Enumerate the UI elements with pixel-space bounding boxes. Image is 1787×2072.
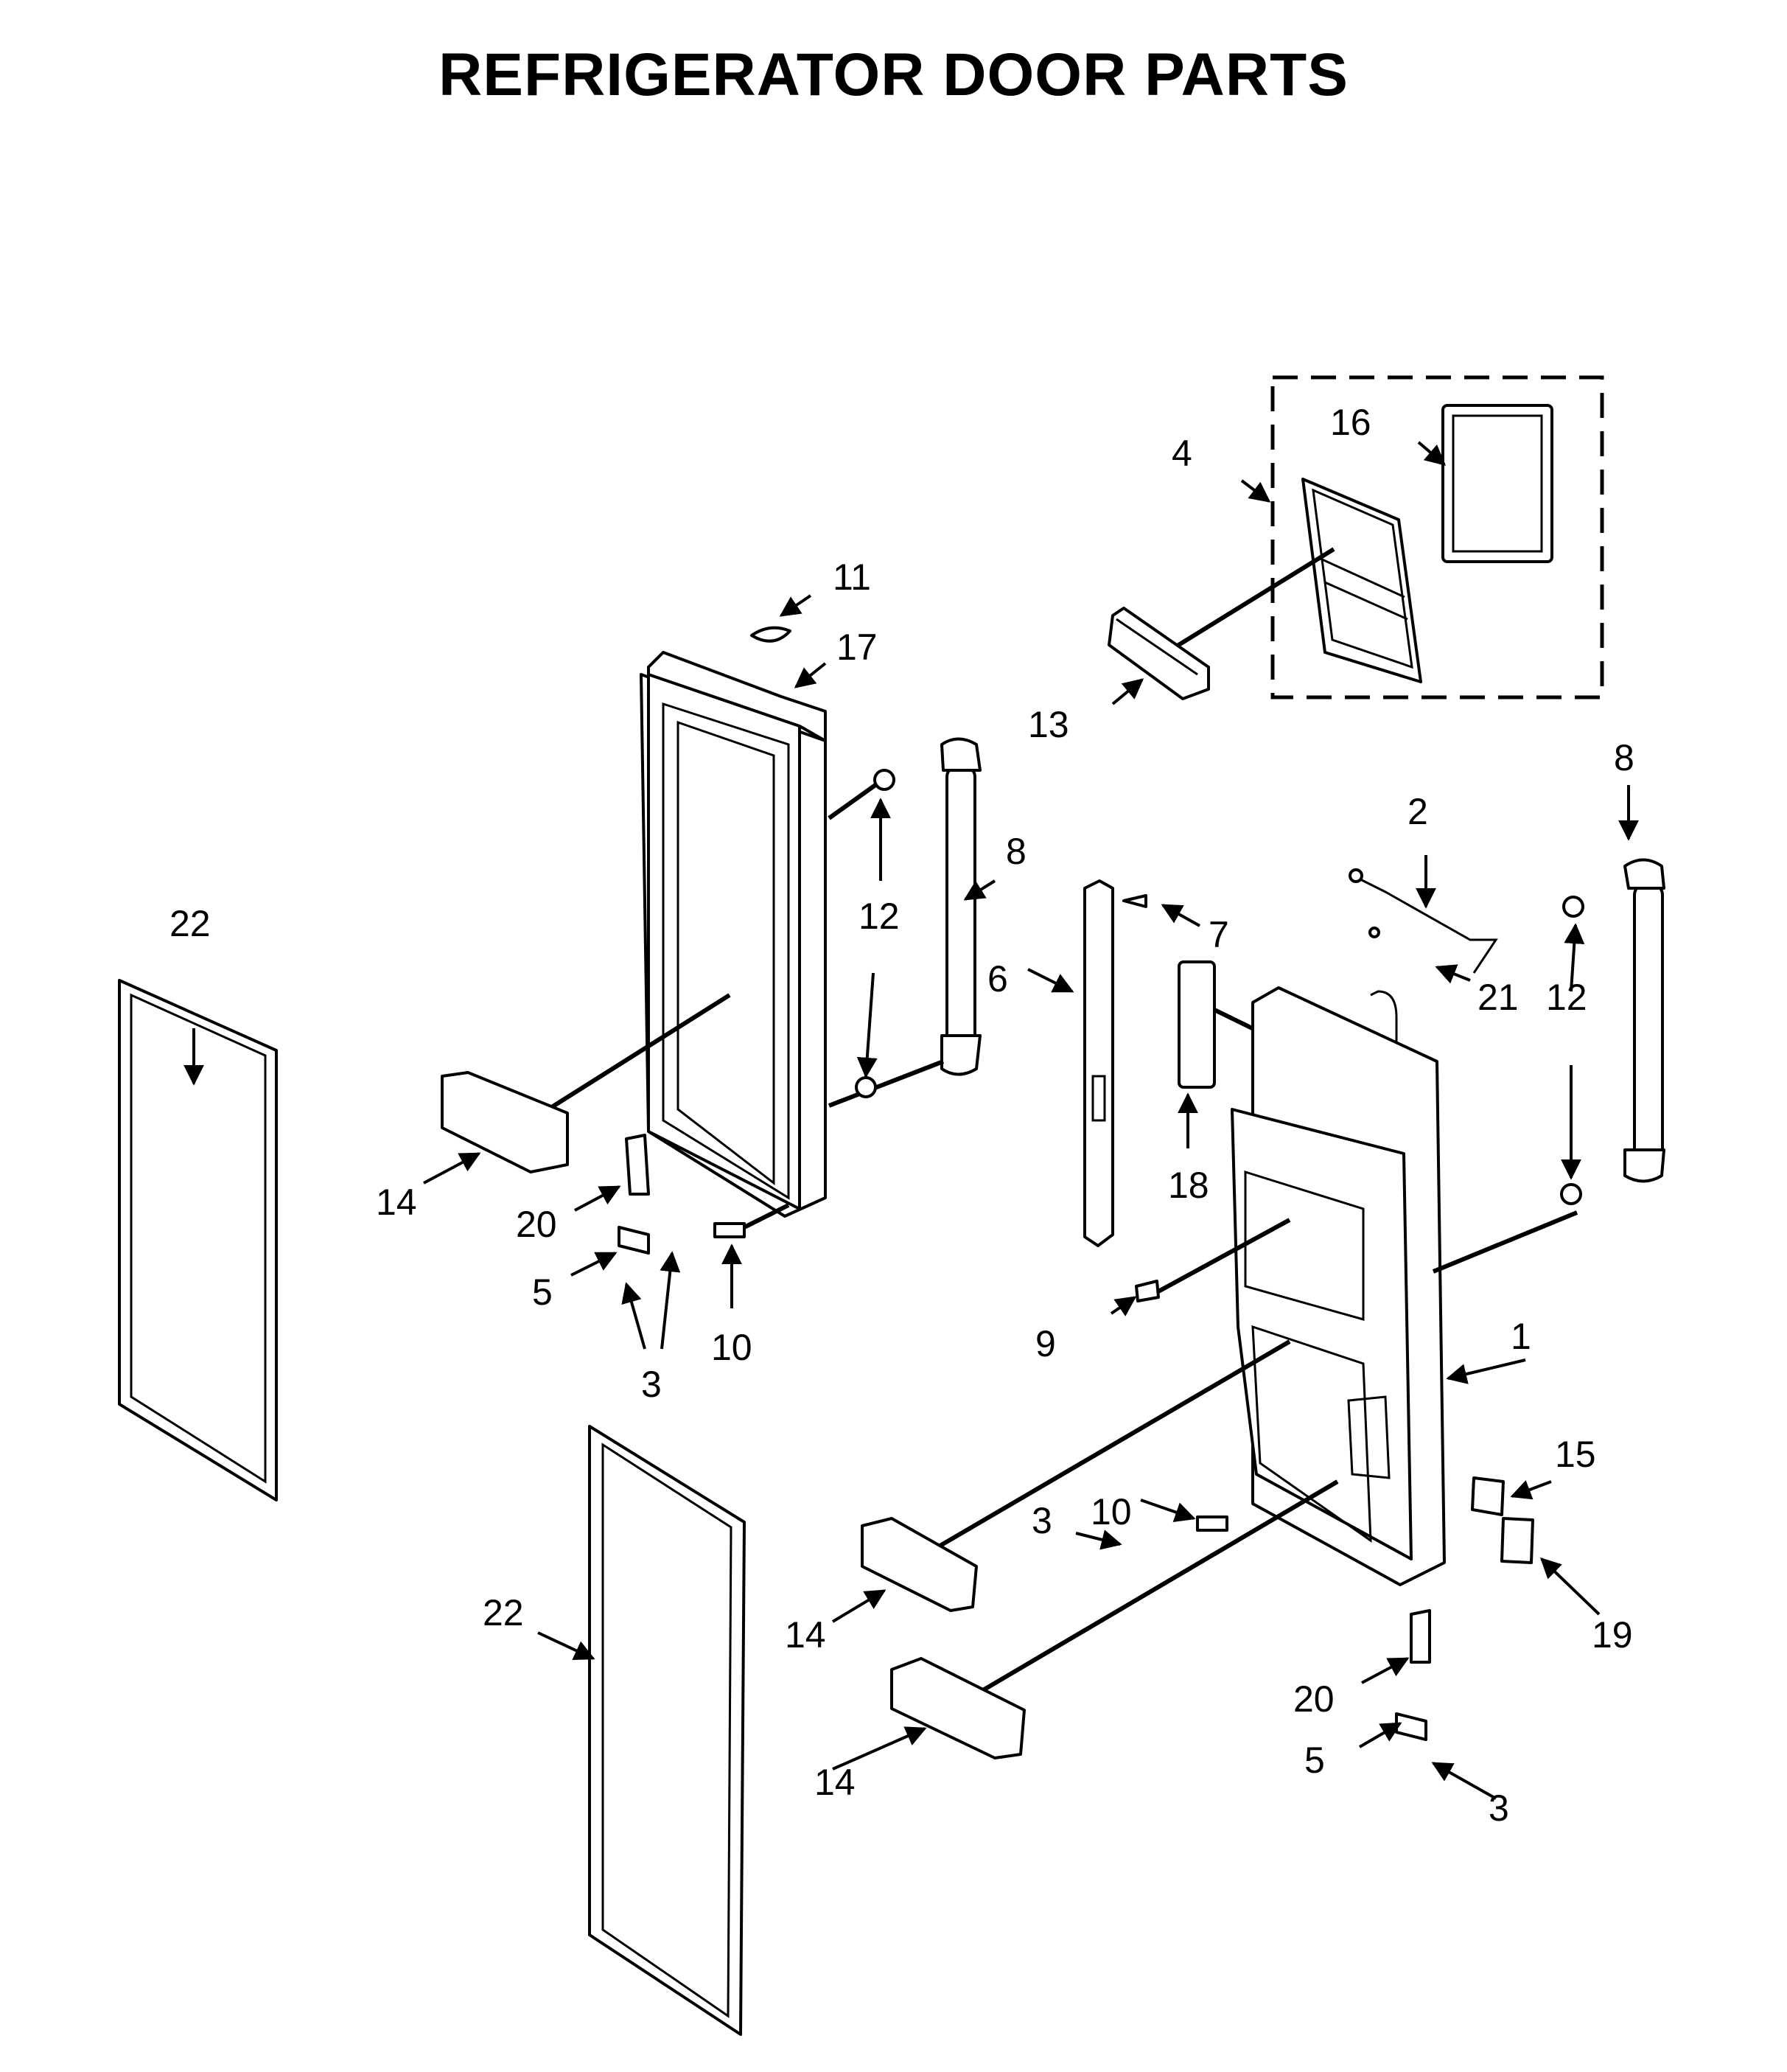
part-11-cap xyxy=(750,626,791,643)
callout-11: 11 xyxy=(833,557,871,598)
part-20-hinge-right xyxy=(1410,1609,1431,1664)
callout-22-bottom: 22 xyxy=(483,1592,524,1633)
leader-12-bot-left xyxy=(828,1059,945,1108)
part-5-hinge-plate-right xyxy=(1395,1712,1427,1741)
callout-14-left: 14 xyxy=(376,1182,417,1223)
callout-7: 7 xyxy=(1209,914,1229,955)
part-12-left-top xyxy=(873,769,895,791)
part-8-right-handle xyxy=(1623,858,1665,1183)
part-8-left-handle xyxy=(940,737,982,1076)
callout-14-low: 14 xyxy=(814,1762,856,1803)
callout-10-left: 10 xyxy=(711,1327,752,1368)
part-14-bin-left xyxy=(441,1071,569,1173)
callout-3-right: 3 xyxy=(1489,1787,1509,1829)
dashed-kit-box xyxy=(1270,375,1604,700)
leader-14-left xyxy=(529,993,731,1123)
callout-20-right: 20 xyxy=(1293,1678,1335,1720)
callout-5-right: 5 xyxy=(1304,1740,1325,1781)
callout-8-left: 8 xyxy=(1006,831,1027,872)
callout-18: 18 xyxy=(1168,1165,1209,1206)
part-22-gasket-bottom xyxy=(588,1425,746,2036)
part-5-hinge-plate-left xyxy=(618,1226,650,1255)
part-16-bin-gasket xyxy=(1441,404,1553,563)
part-12-right-bot xyxy=(1560,1183,1582,1205)
part-22-gasket-left xyxy=(118,979,278,1501)
part-2-wire xyxy=(1349,868,1498,974)
part-12-right-top xyxy=(1562,896,1584,918)
callout-12-left: 12 xyxy=(858,896,900,937)
callout-6: 6 xyxy=(987,958,1008,1000)
callout-2: 2 xyxy=(1407,791,1428,832)
part-14-bin-mid xyxy=(861,1517,978,1612)
leader-13-4 xyxy=(1159,547,1335,658)
callout-arrows xyxy=(183,441,1639,1800)
leader-10-left xyxy=(743,1203,790,1229)
part-1-right-door xyxy=(1231,986,1578,1586)
part-17-left-door xyxy=(640,651,827,1218)
callout-14-mid: 14 xyxy=(785,1614,826,1656)
callout-12-right: 12 xyxy=(1546,977,1587,1018)
callout-3-mid: 3 xyxy=(1032,1500,1052,1541)
callout-5-left: 5 xyxy=(532,1272,553,1313)
callout-labels: 4 16 11 17 13 8 12 7 6 2 21 8 12 18 22 1… xyxy=(169,402,1634,1829)
part-14-bin-low xyxy=(890,1657,1026,1759)
leader-12-top-left xyxy=(828,779,882,820)
callout-20-left: 20 xyxy=(516,1204,557,1245)
leader-14-low xyxy=(973,1479,1339,1698)
callout-22-left: 22 xyxy=(169,903,211,944)
part-6-mullion xyxy=(1083,879,1114,1247)
callout-4: 4 xyxy=(1172,433,1192,474)
callout-13: 13 xyxy=(1028,704,1069,745)
part-15-trim xyxy=(1471,1476,1505,1516)
callout-17: 17 xyxy=(836,627,878,668)
callout-16: 16 xyxy=(1330,402,1371,443)
callout-21: 21 xyxy=(1477,977,1519,1018)
leader-9 xyxy=(1157,1218,1291,1294)
part-7-screw xyxy=(1122,894,1147,908)
part-4-cover xyxy=(1301,478,1422,683)
callout-8-right: 8 xyxy=(1614,737,1634,778)
part-20-hinge-left xyxy=(625,1134,650,1196)
callout-3-left: 3 xyxy=(641,1364,662,1405)
part-10-right xyxy=(1196,1515,1228,1532)
part-10-left xyxy=(713,1222,746,1238)
page-title: REFRIGERATOR DOOR PARTS xyxy=(438,41,1349,108)
callout-1: 1 xyxy=(1511,1316,1531,1357)
leader-14-mid xyxy=(929,1339,1291,1554)
part-12-left-bot xyxy=(855,1076,877,1098)
callout-10-right: 10 xyxy=(1091,1491,1132,1532)
part-13-small-bin xyxy=(1108,607,1210,700)
callout-19: 19 xyxy=(1592,1614,1633,1656)
part-21-tube xyxy=(1370,990,1398,1065)
part-9-tab xyxy=(1135,1280,1160,1302)
callout-15: 15 xyxy=(1555,1434,1596,1475)
part-19-cap xyxy=(1500,1517,1534,1564)
callout-9: 9 xyxy=(1035,1323,1056,1364)
